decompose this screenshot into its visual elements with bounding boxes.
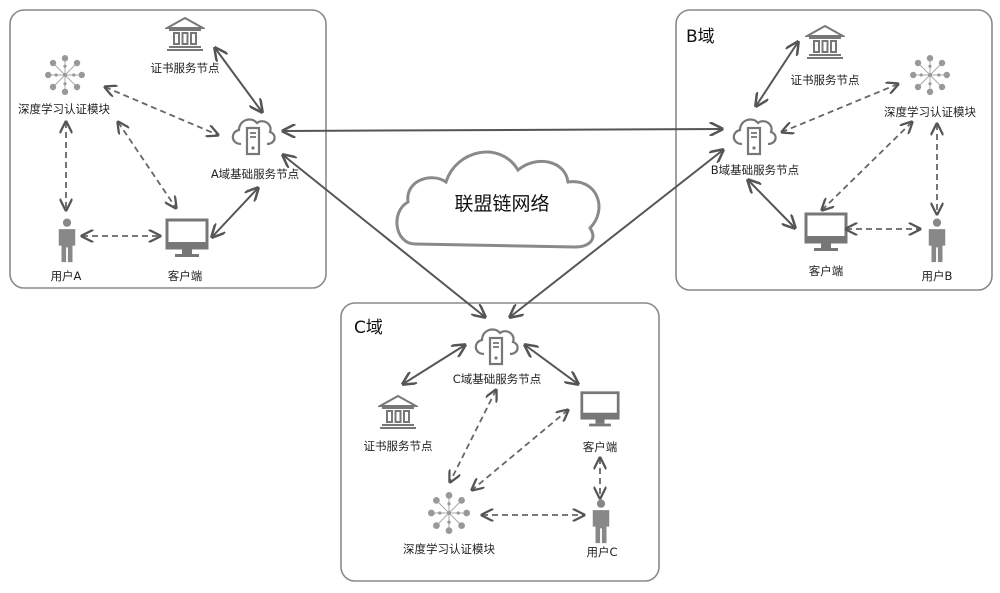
domain-c-title: C域 [354, 318, 383, 338]
link-c-base-client [525, 345, 578, 384]
client-b-label: 客户端 [809, 264, 844, 278]
client-c-monitor-icon [580, 391, 620, 428]
base-node-c-cloud-server-icon [474, 328, 519, 366]
link-a-client-base [212, 188, 258, 237]
dl-module-a-neural-network-icon [45, 55, 85, 95]
cert-node-a-bank-icon [166, 17, 204, 51]
client-a-monitor-icon [165, 218, 209, 259]
base-node-b-label: B域基础服务节点 [711, 163, 799, 177]
network-label: 联盟链网络 [454, 193, 549, 215]
dl-module-a-label: 深度学习认证模块 [18, 102, 110, 116]
user-c-person-icon [592, 499, 610, 544]
user-a-person-icon [58, 218, 76, 263]
user-b-person-icon [928, 218, 946, 263]
cert-node-c-label: 证书服务节点 [364, 439, 433, 453]
link-c-client-dl [472, 410, 568, 490]
dl-module-b-neural-network-icon [910, 55, 950, 95]
link-a-dl-client [118, 122, 176, 208]
client-c-label: 客户端 [583, 440, 618, 454]
link-c-base-dl [450, 390, 496, 482]
user-b-label: 用户B [922, 269, 953, 283]
link-b-c [510, 150, 723, 317]
cert-node-b-label: 证书服务节点 [791, 73, 860, 87]
link-a-c [283, 155, 485, 317]
link-b-base-client [748, 180, 795, 228]
base-node-b-cloud-server-icon [732, 118, 777, 156]
domain-b-title: B域 [686, 27, 715, 47]
dl-module-c-neural-network-icon [428, 492, 470, 534]
base-node-a-cloud-server-icon [231, 118, 276, 156]
cert-node-b-bank-icon [806, 25, 844, 59]
domain-c-box [340, 302, 660, 582]
dl-module-b-label: 深度学习认证模块 [884, 105, 976, 119]
link-b-dl-base [782, 84, 898, 132]
base-node-a-label: A域基础服务节点 [211, 167, 299, 181]
cert-node-c-bank-icon [379, 395, 417, 429]
user-a-label: 用户A [51, 269, 82, 283]
user-c-label: 用户C [586, 545, 617, 559]
base-node-c-label: C域基础服务节点 [453, 372, 542, 386]
client-b-monitor-icon [804, 212, 848, 253]
link-a-cert-base [215, 48, 262, 112]
cert-node-a-label: 证书服务节点 [151, 61, 220, 75]
dl-module-c-label: 深度学习认证模块 [403, 542, 495, 556]
link-a-b [283, 129, 722, 131]
client-a-label: 客户端 [168, 269, 203, 283]
link-a-dl-base [105, 87, 218, 135]
link-b-dl-client [822, 122, 912, 210]
domain-a-box [9, 9, 327, 289]
link-c-base-cert [403, 345, 465, 384]
link-b-cert-base [756, 42, 798, 106]
